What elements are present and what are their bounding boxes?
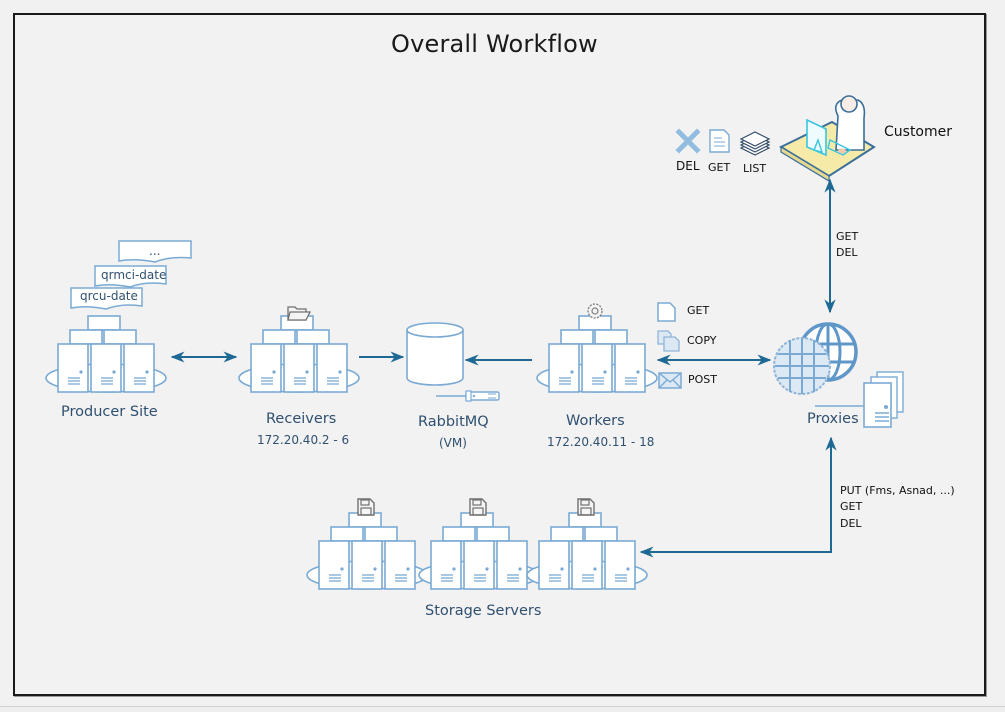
document-shape: [94, 265, 167, 288]
user-at-desk-icon: [778, 95, 876, 183]
folder-icon: [287, 306, 312, 321]
document-shape: [118, 240, 192, 263]
floppy-disk-icon: [357, 498, 375, 516]
workers-ip-range: 172.20.40.11 - 18: [547, 435, 655, 449]
database-cylinder-icon: [406, 322, 464, 386]
worker-op-label: GET: [687, 304, 710, 317]
edge-label-proxies-storage: DEL: [840, 517, 862, 530]
worker-op-label: COPY: [687, 334, 717, 347]
producer-doc-label: ...: [149, 244, 161, 258]
receivers-label: Receivers: [266, 411, 337, 427]
edge-label-customer-proxies: DEL: [836, 246, 858, 259]
edge-label-proxies-storage: GET: [840, 500, 863, 513]
storage-server-cluster: [306, 512, 428, 590]
edge-label-proxies-storage: PUT (Fms, Asnad, ...): [840, 484, 955, 497]
worker-op-label: POST: [688, 373, 717, 386]
globe-icon: [773, 322, 858, 395]
document-icon: [657, 302, 676, 322]
floppy-disk-icon: [469, 498, 487, 516]
proxy-server-stack-icon: [815, 371, 904, 428]
proxies-label: Proxies: [807, 411, 859, 427]
producer-documents: [70, 240, 192, 310]
producer-site-label: Producer Site: [61, 404, 158, 420]
gear-icon: [587, 303, 603, 319]
arrow-proxies-storage: [639, 436, 837, 558]
receivers-ip-range: 172.20.40.2 - 6: [257, 433, 350, 447]
x-icon: [675, 128, 701, 154]
envelope-icon: [658, 372, 682, 389]
copy-icon: [657, 330, 680, 352]
bottom-strip: [0, 706, 1005, 712]
rabbitmq-sublabel: (VM): [439, 436, 467, 450]
stack-icon: [739, 131, 771, 156]
workers-server-cluster: [536, 315, 658, 393]
receivers-server-cluster: [238, 315, 360, 393]
storage-servers-label: Storage Servers: [425, 603, 542, 619]
floppy-disk-icon: [577, 498, 595, 516]
document-icon: [709, 129, 730, 153]
customer-op-label: DEL: [676, 159, 700, 173]
workers-label: Workers: [566, 413, 625, 429]
customer-op-label: GET: [708, 161, 731, 174]
page-title: Overall Workflow: [391, 30, 598, 58]
rabbitmq-label: RabbitMQ: [418, 414, 489, 430]
producer-doc-label: qrmci-date: [101, 268, 167, 282]
edge-label-customer-proxies: GET: [836, 230, 859, 243]
storage-server-cluster: [418, 512, 540, 590]
customer-op-label: LIST: [743, 162, 767, 175]
document-shape: [70, 287, 143, 310]
producer-doc-label: qrcu-date: [80, 289, 138, 303]
producer-server-cluster: [45, 315, 167, 393]
customer-label: Customer: [884, 124, 953, 140]
storage-server-cluster: [526, 512, 648, 590]
vm-device-icon: [436, 390, 500, 402]
